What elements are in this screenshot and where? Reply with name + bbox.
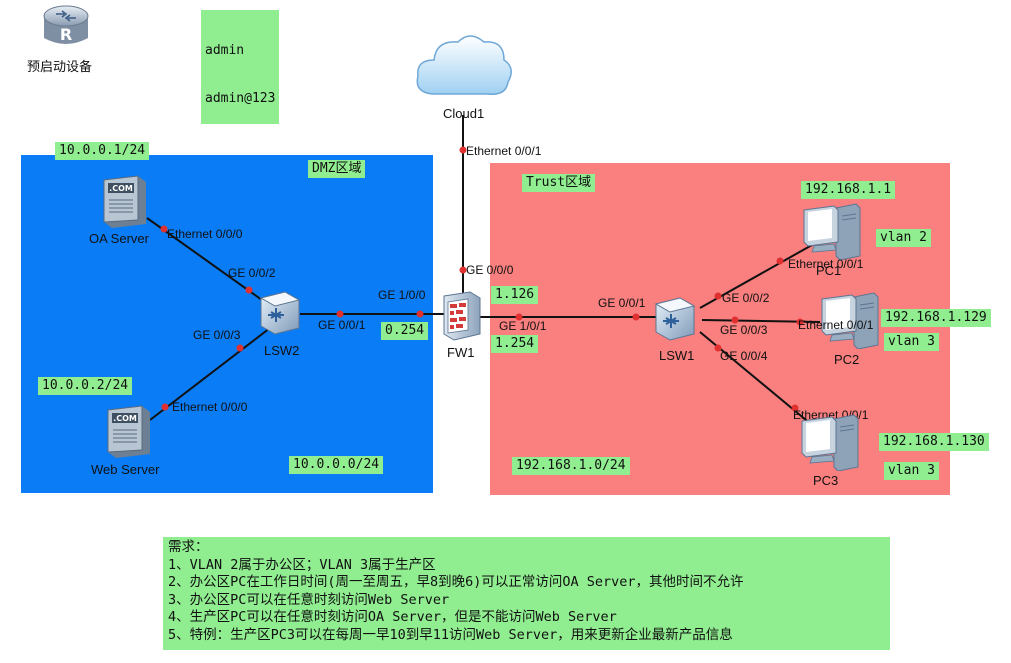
fw-ip-126: 1.126 [491,286,539,304]
cloud-label: Cloud1 [443,106,485,121]
lsw2-label: LSW2 [264,343,300,358]
credentials-user: admin [205,43,245,58]
requirements-title: 需求： [168,539,209,555]
lsw1-port-pc1-label: GE 0/0/2 [722,291,770,305]
trust-subnet: 192.168.1.0/24 [512,457,630,475]
requirement-item: 5、特例：生产区PC3可以在每周一早10到早11访问Web Server，用来更… [168,626,733,643]
lsw2-port-web-label: GE 0/0/3 [193,328,241,342]
port-dot [336,310,344,318]
port-dot [416,310,424,318]
lsw1-port-fw-label: GE 0/0/1 [598,296,646,310]
requirements-box: 需求： 1、VLAN 2属于办公区；VLAN 3属于生产区 2、办公区PC在工作… [163,537,890,650]
requirement-item: 1、VLAN 2属于办公区；VLAN 3属于生产区 [168,556,436,573]
port-dot [459,146,467,154]
port-dot [731,316,739,324]
link-oa-lsw2 [146,217,277,311]
web-port-label: Ethernet 0/0/0 [172,400,248,414]
pc2-ip: 192.168.1.129 [881,309,991,327]
trust-zone-label: Trust区域 [522,174,596,192]
pc1-icon[interactable] [800,202,862,261]
credentials-pass: admin@123 [205,91,276,106]
router-label: 预启动设备 [27,59,93,74]
dmz-zone-label: DMZ区域 [308,160,366,178]
lsw1-port-pc2-label: GE 0/0/3 [720,323,768,337]
port-dot [796,318,804,326]
oa-server-label: OA Server [89,231,149,246]
pc3-ip: 192.168.1.130 [879,433,989,451]
svg-text:.COM: .COM [113,414,137,423]
pc3-vlan: vlan 3 [884,462,939,480]
port-dot [161,403,169,411]
firewall-icon[interactable] [438,290,484,342]
fw-port-trust-label: GE 1/0/1 [499,319,547,333]
fw-port-cloud-label: GE 0/0/0 [466,263,514,277]
cloud-port-label: Ethernet 0/0/1 [466,144,542,158]
cloud-icon[interactable] [412,28,516,104]
pc2-port-label: Ethernet 0/0/1 [798,318,874,332]
lsw1-switch-icon[interactable] [650,296,698,342]
port-dot [245,286,253,294]
dmz-zone [21,155,433,493]
pc2-vlan: vlan 3 [884,333,939,351]
pc3-icon[interactable] [798,413,860,472]
port-dot [714,292,722,300]
link-web-lsw2 [149,327,271,421]
pc1-label: PC1 [816,263,842,278]
dmz-oa-ip: 10.0.0.1/24 [55,142,150,160]
pc3-label: PC3 [813,473,839,488]
credentials-note: admin admin@123 [201,10,280,124]
lsw1-port-pc3-label: GE 0/0/4 [720,349,768,363]
svg-text:.COM: .COM [109,184,133,193]
port-dot [459,266,467,274]
port-dot [515,313,523,321]
web-server-icon[interactable]: .COM [104,404,152,460]
port-dot [714,344,722,352]
pc2-icon[interactable] [818,291,880,350]
dmz-subnet: 10.0.0.0/24 [289,456,384,474]
requirement-item: 4、生产区PC可以在任意时刻访问OA Server，但是不能访问Web Serv… [168,609,617,625]
port-dot [236,344,244,352]
lsw2-port-fw-label: GE 0/0/1 [318,318,366,332]
pc1-ip: 192.168.1.1 [801,181,896,199]
lsw2-switch-icon[interactable] [255,290,303,336]
requirement-item: 3、办公区PC可以在任意时刻访问Web Server [168,591,450,608]
port-dot [791,404,799,412]
port-dot [776,257,784,265]
fw-ip-254: 1.254 [491,335,539,353]
port-dot [160,225,168,233]
pc1-vlan: vlan 2 [876,229,931,247]
port-dot [632,313,640,321]
dmz-web-ip: 10.0.0.2/24 [38,377,133,395]
svg-text:R: R [60,25,72,44]
lsw2-port-oa-label: GE 0/0/2 [228,266,276,280]
pc2-label: PC2 [834,352,860,367]
dmz-gw-ip: 0.254 [381,322,429,340]
lsw1-label: LSW1 [659,348,695,363]
router-icon[interactable]: R [40,2,92,52]
oa-port-label: Ethernet 0/0/0 [167,227,243,241]
requirement-item: 2、办公区PC在工作日时间(周一至周五，早8到晚6)可以正常访问OA Serve… [168,574,744,590]
fw1-label: FW1 [447,345,475,360]
oa-server-icon[interactable]: .COM [100,174,148,230]
fw-port-dmz-label: GE 1/0/0 [378,288,426,302]
pc1-port-label: Ethernet 0/0/1 [788,257,864,271]
web-server-label: Web Server [91,462,160,477]
